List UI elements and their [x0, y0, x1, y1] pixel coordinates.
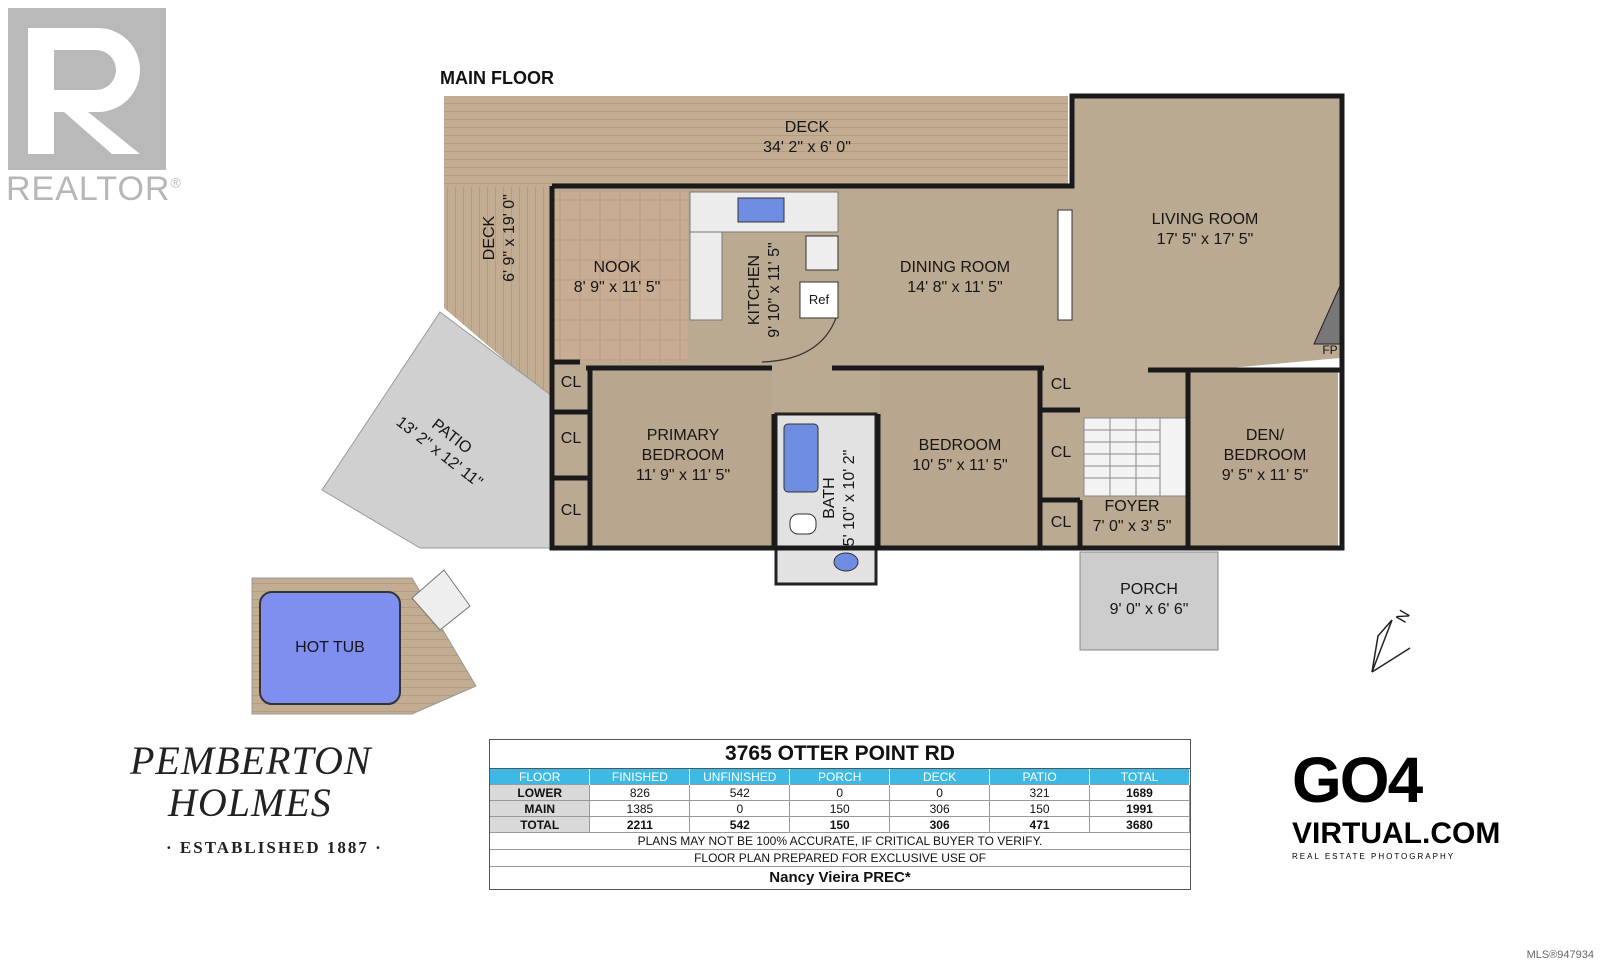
- go4-virtual-logo: GO4 VIRTUAL.COM REAL ESTATE PHOTOGRAPHY: [1292, 744, 1501, 861]
- mls-number: MLS®947934: [1526, 949, 1594, 961]
- table-cell: 1991: [1089, 800, 1190, 817]
- col-header: FLOOR: [490, 769, 591, 785]
- col-header: PATIO: [989, 769, 1091, 785]
- table-row: TOTAL 2211 542 150 306 471 3680: [490, 816, 1190, 832]
- closet-label: CL: [560, 502, 582, 519]
- table-cell: 150: [789, 816, 891, 832]
- closet-label: CL: [560, 430, 582, 447]
- bath-sink: [833, 552, 859, 572]
- closet-label: CL: [1050, 376, 1072, 393]
- col-header: UNFINISHED: [689, 769, 791, 785]
- fp-label: FP: [1322, 343, 1338, 357]
- north-arrow: [1371, 619, 1411, 673]
- row-label: LOWER: [490, 784, 591, 801]
- col-header: TOTAL: [1089, 769, 1190, 785]
- hot-tub-label: HOT TUB: [295, 639, 365, 656]
- table-row: LOWER 826 542 0 0 321 1689: [490, 784, 1190, 801]
- area-summary-table: 3765 OTTER POINT RD FLOOR FINISHED UNFIN…: [489, 739, 1191, 890]
- realtor-logo: [8, 8, 166, 170]
- table-cell: 150: [989, 800, 1091, 817]
- table-cell: 2211: [589, 816, 691, 832]
- table-cell: 0: [689, 800, 791, 817]
- table-cell: 542: [689, 784, 791, 801]
- ref-label: Ref: [808, 292, 830, 307]
- col-header: DECK: [889, 769, 991, 785]
- deck-top-label: DECK 34' 2" x 6' 0": [763, 119, 851, 156]
- porch-label: PORCH 9' 0" x 6' 6": [1109, 581, 1189, 618]
- table-cell: 826: [589, 784, 691, 801]
- table-cell: 0: [889, 784, 991, 801]
- table-cell: 1689: [1089, 784, 1190, 801]
- primary-bedroom-floor: [594, 368, 772, 548]
- table-row: MAIN 1385 0 150 306 150 1991: [490, 800, 1190, 817]
- toilet: [789, 513, 817, 535]
- agent-name: Nancy Vieira PREC*: [490, 866, 1190, 889]
- table-header-row: FLOOR FINISHED UNFINISHED PORCH DECK PAT…: [490, 769, 1190, 785]
- table-cell: 3680: [1089, 816, 1190, 832]
- deck-side-area: [444, 186, 552, 400]
- realtor-wordmark: REALTOR®: [6, 170, 182, 208]
- nook-floor: [552, 192, 688, 362]
- bedroom-label: BEDROOM 10' 5" x 11' 5": [912, 437, 1008, 474]
- table-cell: 1385: [589, 800, 691, 817]
- floor-title: MAIN FLOOR: [440, 68, 554, 88]
- table-cell: 0: [789, 784, 891, 801]
- kitchen-island: [689, 231, 723, 321]
- dining-partition: [1057, 209, 1073, 321]
- bath-label: BATH 5' 10" x 10' 2": [821, 449, 858, 547]
- den-label: DEN/ BEDROOM 9' 5" x 11' 5": [1221, 427, 1309, 484]
- deck-side-label: DECK 6' 9" x 19' 0": [481, 194, 518, 282]
- col-header: PORCH: [789, 769, 891, 785]
- address-title: 3765 OTTER POINT RD: [490, 740, 1190, 769]
- deck-top-area: [444, 96, 1068, 186]
- fridge: [799, 281, 839, 319]
- hot-tub-steps: [411, 569, 471, 631]
- closet-label: CL: [560, 374, 582, 391]
- accuracy-note: PLANS MAY NOT BE 100% ACCURATE, IF CRITI…: [490, 832, 1190, 849]
- row-label: TOTAL: [490, 816, 591, 832]
- bathtub: [783, 423, 819, 493]
- table-cell: 471: [989, 816, 1091, 832]
- nook-label: NOOK 8' 9" x 11' 5": [573, 259, 661, 296]
- primary-bedroom-label: PRIMARY BEDROOM 11' 9" x 11' 5": [635, 427, 731, 484]
- porch-area: [1079, 551, 1219, 651]
- table-cell: 306: [889, 816, 991, 832]
- closet-label: CL: [1050, 514, 1072, 531]
- bedroom-floor: [880, 368, 1040, 548]
- stairs: [1083, 417, 1189, 497]
- table-cell: 542: [689, 816, 791, 832]
- col-header: FINISHED: [589, 769, 691, 785]
- row-label: MAIN: [490, 800, 591, 817]
- living-label: LIVING ROOM 17' 5" x 17' 5": [1151, 211, 1259, 248]
- kitchen-label: KITCHEN 9' 10" x 11' 5": [746, 242, 783, 338]
- prepared-for-note: FLOOR PLAN PREPARED FOR EXCLUSIVE USE OF: [490, 849, 1190, 866]
- patio-area: [321, 311, 553, 549]
- dining-label: DINING ROOM 14' 8" x 11' 5": [899, 259, 1011, 296]
- table-cell: 321: [989, 784, 1091, 801]
- table-cell: 306: [889, 800, 991, 817]
- pemberton-holmes-logo: PEMBERTON HOLMES · ESTABLISHED 1887 ·: [130, 738, 383, 858]
- stove: [805, 235, 839, 271]
- sink: [737, 197, 785, 223]
- foyer-label: FOYER 7' 0" x 3' 5": [1092, 498, 1172, 535]
- closet-label: CL: [1050, 444, 1072, 461]
- hot-tub: [259, 591, 401, 705]
- table-cell: 150: [789, 800, 891, 817]
- den-floor: [1190, 372, 1338, 548]
